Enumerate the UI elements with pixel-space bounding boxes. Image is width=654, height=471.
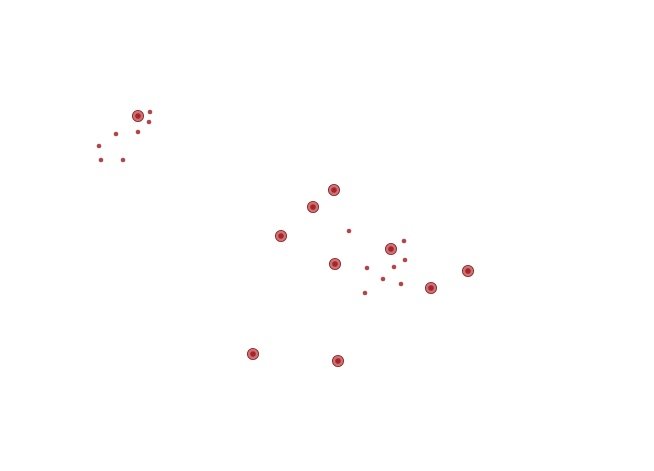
map-marker[interactable] bbox=[274, 229, 287, 242]
map-marker-core bbox=[250, 351, 256, 357]
map-marker[interactable] bbox=[331, 354, 344, 367]
map-point-small[interactable] bbox=[120, 157, 126, 163]
map-marker-core bbox=[135, 113, 141, 119]
map-point-small[interactable] bbox=[346, 228, 352, 234]
major-marker-layer bbox=[131, 110, 474, 367]
map-marker[interactable] bbox=[424, 281, 437, 294]
map-point-small[interactable] bbox=[380, 276, 386, 282]
map-point-small[interactable] bbox=[362, 290, 368, 296]
map-point-small[interactable] bbox=[401, 238, 407, 244]
map-marker-core bbox=[331, 187, 337, 193]
map-point-small[interactable] bbox=[113, 131, 119, 137]
map-point-small[interactable] bbox=[135, 129, 141, 135]
map-marker-core bbox=[332, 261, 338, 267]
map-marker-core bbox=[428, 285, 434, 291]
map-marker-core bbox=[310, 204, 316, 210]
map-point-small[interactable] bbox=[391, 264, 397, 270]
map-marker[interactable] bbox=[327, 183, 340, 196]
map-marker[interactable] bbox=[246, 347, 259, 360]
map-point-small[interactable] bbox=[364, 265, 370, 271]
map-point-small[interactable] bbox=[402, 257, 408, 263]
map-marker-core bbox=[335, 358, 341, 364]
map-point-small[interactable] bbox=[398, 281, 404, 287]
map-point-small[interactable] bbox=[147, 109, 153, 115]
map-marker-core bbox=[465, 268, 471, 274]
minor-dot-layer bbox=[96, 109, 408, 296]
map-marker-core bbox=[388, 246, 394, 252]
map-point-small[interactable] bbox=[146, 119, 152, 125]
map-marker[interactable] bbox=[306, 200, 319, 213]
map-marker[interactable] bbox=[328, 257, 341, 270]
map-marker[interactable] bbox=[461, 264, 474, 277]
map-point-small[interactable] bbox=[98, 157, 104, 163]
map-marker[interactable] bbox=[131, 110, 144, 123]
map-marker[interactable] bbox=[384, 242, 397, 255]
map-marker-core bbox=[278, 233, 284, 239]
map-point-small[interactable] bbox=[96, 143, 102, 149]
